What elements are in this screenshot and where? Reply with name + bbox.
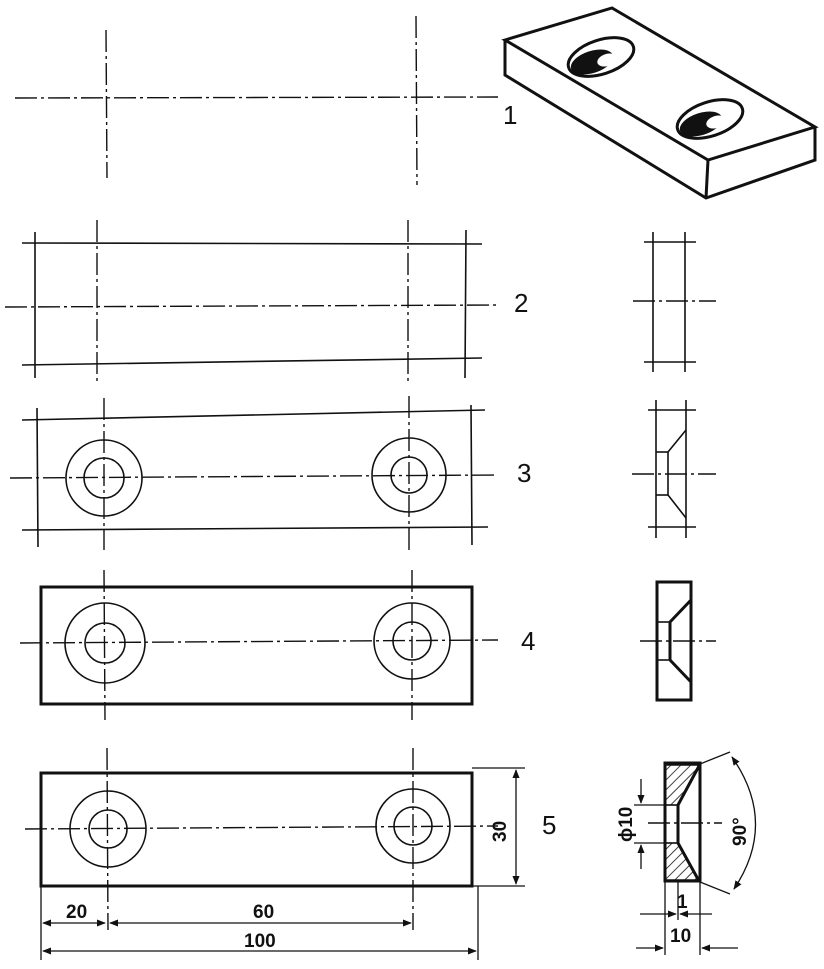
dim-width: 30 bbox=[490, 821, 511, 842]
step-3-front-construction bbox=[9, 396, 499, 550]
isometric-view bbox=[501, 6, 819, 200]
dim-countersink-step: 1 bbox=[677, 892, 688, 913]
step-label-3: 3 bbox=[517, 458, 531, 488]
section-dimensions bbox=[634, 751, 757, 955]
step-2-front-construction bbox=[4, 220, 499, 385]
step-1-centerlines bbox=[14, 15, 499, 186]
step-4-front-view bbox=[19, 569, 499, 721]
dim-hole-diameter: ϕ10 bbox=[616, 807, 637, 842]
step-label-4: 4 bbox=[521, 626, 535, 656]
step-3-side-construction bbox=[632, 400, 716, 538]
dim-thickness: 10 bbox=[670, 926, 691, 947]
dim-hole-spacing: 60 bbox=[253, 902, 274, 923]
step-label-1: 1 bbox=[503, 100, 517, 130]
dim-hole-offset: 20 bbox=[66, 902, 87, 923]
step-5-dimensions bbox=[40, 767, 525, 960]
step-label-2: 2 bbox=[514, 288, 528, 318]
step-5-section-view bbox=[648, 761, 722, 883]
step-4-side-view bbox=[640, 580, 716, 702]
dim-countersink-angle: 90° bbox=[730, 817, 751, 846]
dim-overall-length: 100 bbox=[244, 931, 276, 952]
step-label-5: 5 bbox=[542, 810, 556, 840]
step-5-front-view bbox=[24, 747, 499, 931]
step-2-side-construction bbox=[633, 232, 716, 372]
